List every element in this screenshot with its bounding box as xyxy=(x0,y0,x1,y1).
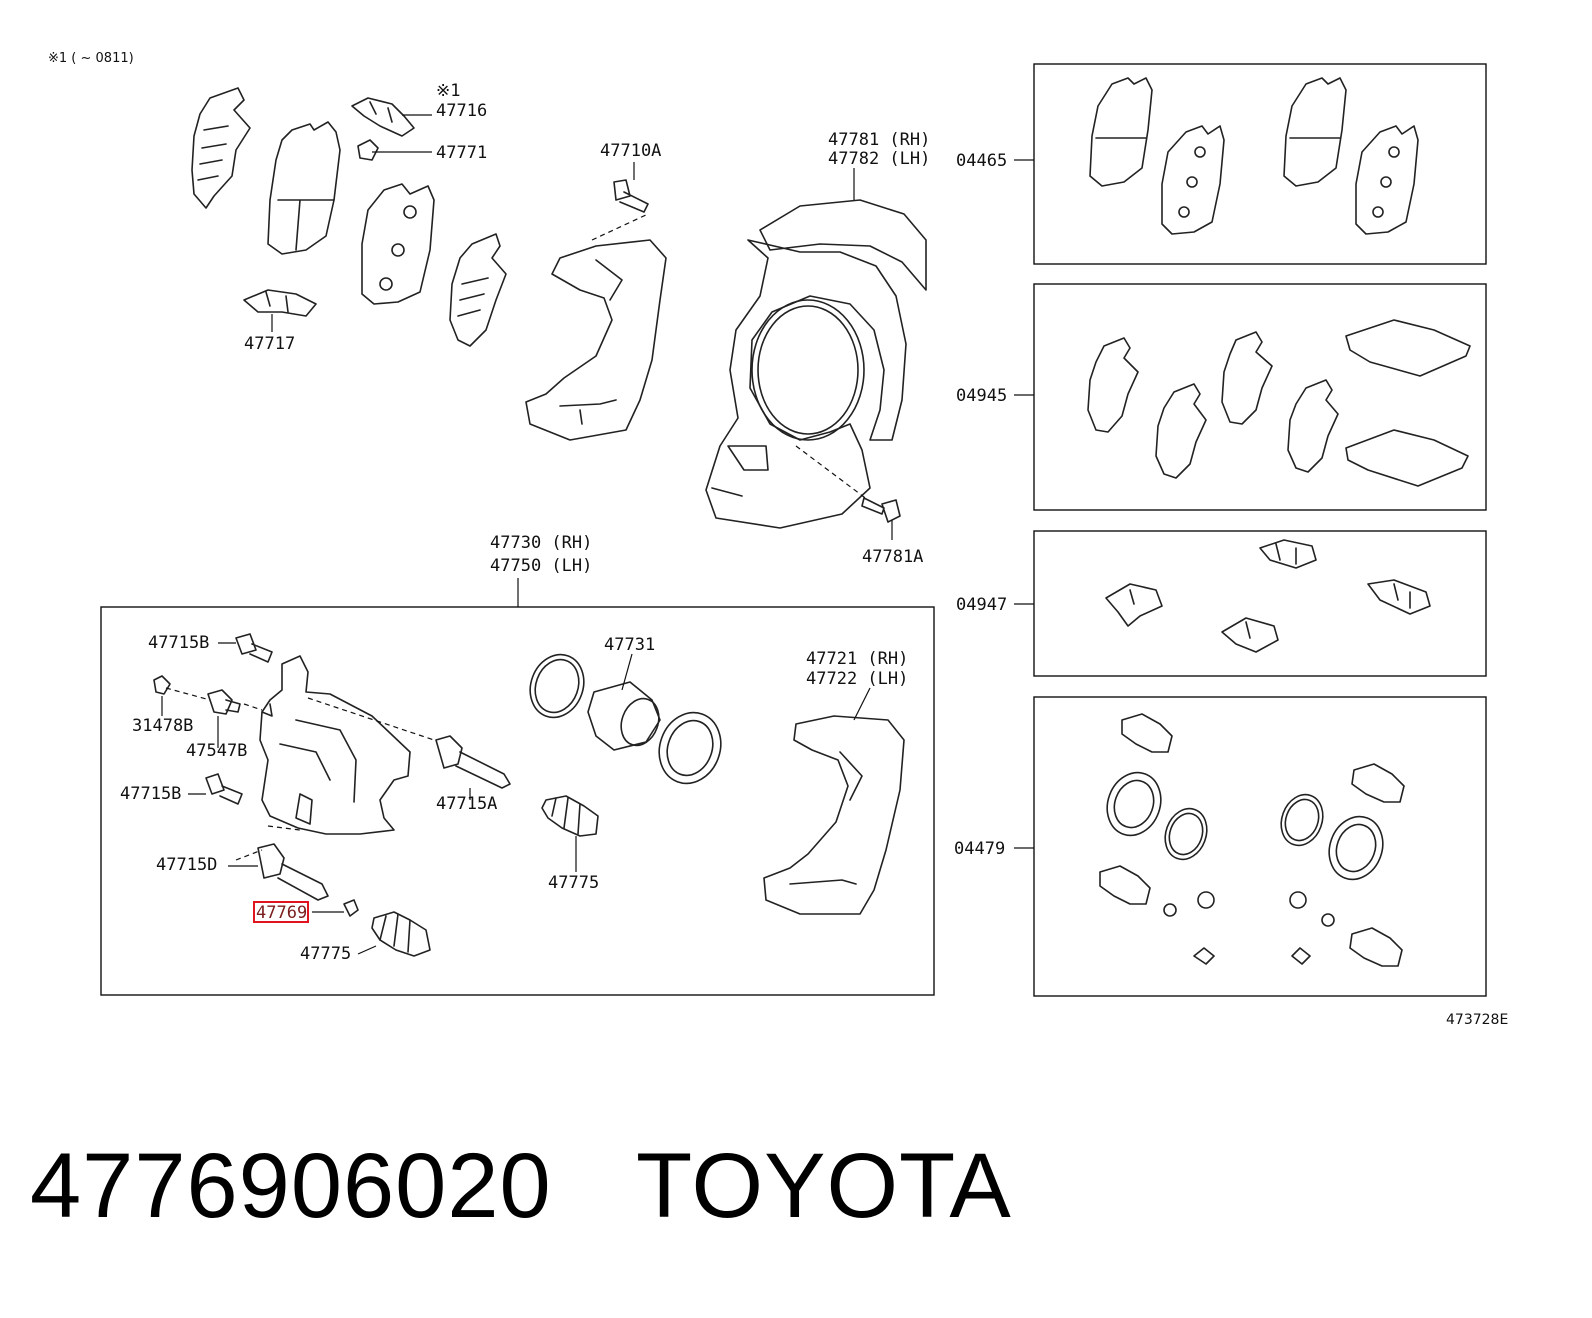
supersession-note: ※1 ( ~ 0811) xyxy=(48,51,134,66)
kit-box-04479 xyxy=(1033,696,1487,997)
slide-pin-47715D xyxy=(257,843,329,901)
label-47721: 47721 (RH) xyxy=(806,649,908,669)
label-04947: 04947 xyxy=(956,595,1007,615)
label-47781A: 47781A xyxy=(862,547,923,567)
label-47716-mark: ※1 xyxy=(436,81,460,101)
label-47775-center: 47775 xyxy=(548,873,599,893)
label-47782: 47782 (LH) xyxy=(828,149,930,169)
caliper-mounting-bracket-47721 xyxy=(763,715,905,915)
label-47750: 47750 (LH) xyxy=(490,556,592,576)
anti-squeal-shim-inner xyxy=(449,233,507,347)
kit-box-04947 xyxy=(1033,530,1487,677)
bolt-47715B-lower xyxy=(205,773,243,805)
label-04945: 04945 xyxy=(956,386,1007,406)
bolt-47710A xyxy=(613,179,649,213)
label-47771: 47771 xyxy=(436,143,487,163)
brake-pad-outer xyxy=(267,121,341,255)
kit-04947-clips xyxy=(1105,539,1431,653)
label-47775-left: 47775 xyxy=(300,944,351,964)
part-number: 4776906020 xyxy=(30,1135,552,1237)
label-47715B-lower: 47715B xyxy=(120,784,181,804)
cylinder-boot xyxy=(658,711,722,785)
brand-name: TOYOTA xyxy=(636,1135,1012,1237)
kit-04945-shims xyxy=(1087,319,1471,487)
pad-wear-indicator-47771 xyxy=(357,139,379,161)
piston xyxy=(587,681,661,751)
bolt-47715B-upper xyxy=(235,633,273,663)
label-47547B: 47547B xyxy=(186,741,247,761)
label-04479: 04479 xyxy=(954,839,1005,859)
disc-brake-cylinder-mounting xyxy=(525,239,667,441)
disc-brake-dust-cover xyxy=(705,199,927,529)
piston-seal-47731 xyxy=(529,653,585,719)
label-47722: 47722 (LH) xyxy=(806,669,908,689)
brake-pad-inner xyxy=(361,183,435,305)
anti-squeal-shim-outer xyxy=(191,87,251,209)
label-47715A: 47715A xyxy=(436,794,497,814)
bushing-47769 xyxy=(343,899,359,917)
label-47715B-upper: 47715B xyxy=(148,633,209,653)
label-47781: 47781 (RH) xyxy=(828,130,930,150)
kit-04465-pads xyxy=(1089,77,1419,235)
bleeder-plug-47547B xyxy=(207,689,241,715)
label-47717: 47717 xyxy=(244,334,295,354)
label-31478B: 31478B xyxy=(132,716,193,736)
pad-support-plate-47717 xyxy=(243,289,317,317)
label-47710A: 47710A xyxy=(600,141,661,161)
pad-support-plate-47716 xyxy=(351,97,415,137)
kit-box-04465 xyxy=(1033,63,1487,265)
label-47715D: 47715D xyxy=(156,855,217,875)
kit-box-04945 xyxy=(1033,283,1487,511)
highlight-box-47769 xyxy=(253,901,309,923)
label-04465: 04465 xyxy=(956,151,1007,171)
label-47716: 47716 xyxy=(436,101,487,121)
kit-04479-seals-boots xyxy=(1099,713,1405,967)
caliper-assembly-box xyxy=(100,606,935,996)
bolt-47781A xyxy=(861,497,901,523)
bleeder-plug-cap xyxy=(153,675,171,695)
caliper-body xyxy=(259,655,411,835)
boot-47775-left xyxy=(371,911,431,957)
label-47730: 47730 (RH) xyxy=(490,533,592,553)
diagram-id: 473728E xyxy=(1446,1012,1508,1028)
label-47769: 47769 xyxy=(256,903,307,923)
slide-pin-47715A xyxy=(435,735,511,789)
label-47731: 47731 xyxy=(604,635,655,655)
boot-47775-center xyxy=(541,795,599,837)
